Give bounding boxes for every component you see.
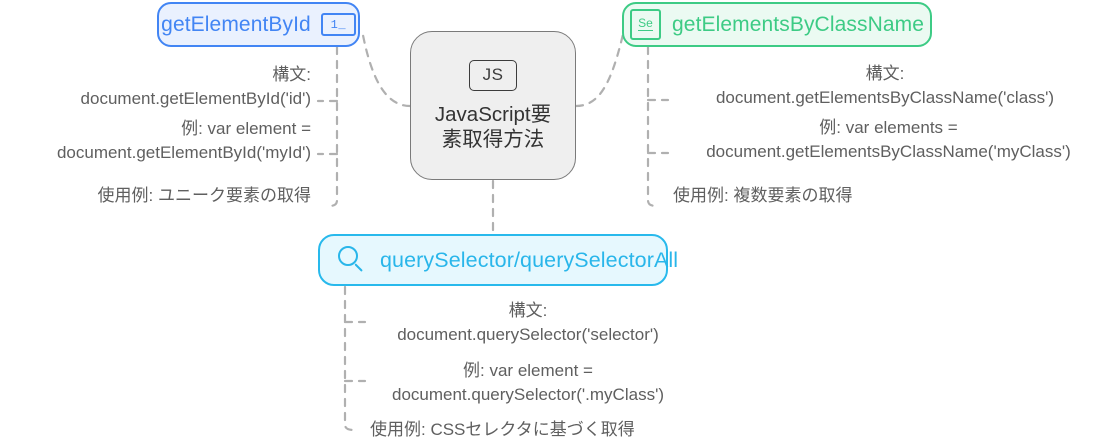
- branch-node-queryselector[interactable]: querySelector/querySelectorAll: [318, 234, 678, 286]
- edge-getelementbyid-spine: [326, 45, 339, 208]
- se-badge-underline: [638, 29, 654, 32]
- branch-node-getelementsbyclassname[interactable]: Se getElementsByClassName: [622, 2, 932, 47]
- leaf-getelementsbyclassname-usage: 使用例: 複数要素の取得: [673, 186, 853, 205]
- branch-node-getelementsbyclassname-label: getElementsByClassName: [672, 12, 924, 36]
- edge-center-to-getelementsbyclassname: [574, 28, 626, 108]
- center-node[interactable]: JS JavaScript要素取得方法: [410, 31, 576, 180]
- se-badge-text: Se: [638, 15, 653, 30]
- center-node-label: JavaScript要素取得方法: [434, 102, 552, 151]
- edge-queryselector-spine: [343, 285, 357, 432]
- branch-node-getelementbyid[interactable]: getElementById 1_: [157, 2, 360, 47]
- js-badge-icon: JS: [469, 59, 517, 91]
- search-icon: [338, 246, 366, 274]
- id-badge-icon: 1_: [320, 13, 356, 36]
- edge-center-to-getelementbyid: [360, 28, 412, 108]
- leaf-getelementsbyclassname-syntax: 構文: document.getElementsByClassName('cla…: [715, 64, 1055, 107]
- branch-node-getelementbyid-label: getElementById: [161, 12, 311, 36]
- branch-node-queryselector-label: querySelector/querySelectorAll: [380, 247, 679, 272]
- leaf-queryselector-usage: 使用例: CSSセレクタに基づく取得: [370, 420, 635, 439]
- leaf-getelementbyid-example: 例: var element = document.getElementById…: [56, 119, 311, 162]
- search-icon-ring: [338, 246, 358, 266]
- leaf-getelementbyid-usage: 使用例: ユニーク要素の取得: [97, 186, 311, 205]
- edge-getelementsbyclassname-spine: [646, 45, 660, 208]
- leaf-getelementsbyclassname-example: 例: var elements = document.getElementsBy…: [706, 118, 1071, 161]
- leaf-queryselector-example: 例: var element = document.querySelector(…: [392, 361, 664, 404]
- leaf-getelementbyid-syntax: 構文: document.getElementById('id'): [80, 65, 311, 108]
- leaf-queryselector-syntax: 構文: document.querySelector('selector'): [397, 301, 659, 344]
- search-icon-handle: [354, 263, 363, 272]
- se-badge-icon: Se: [630, 9, 662, 40]
